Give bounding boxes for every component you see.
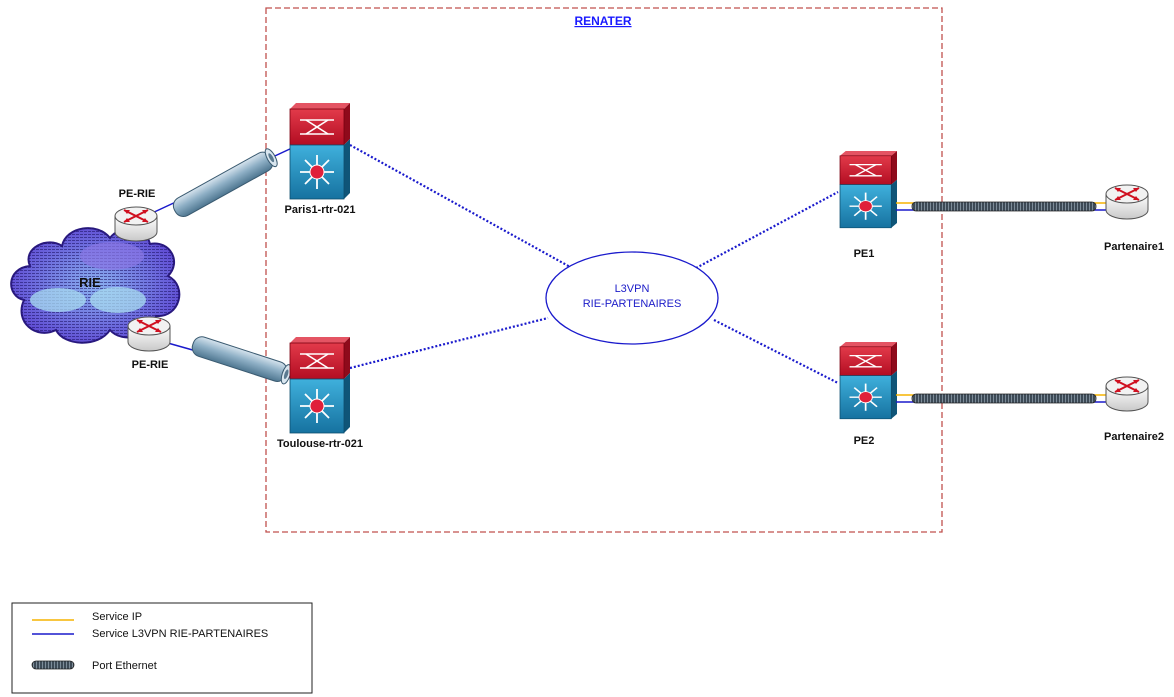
- l3vpn-label-line1: L3VPN: [615, 283, 650, 295]
- legend: Service IP Service L3VPN RIE-PARTENAIRES…: [11, 602, 313, 694]
- pe-rie-bottom-router-icon: [127, 316, 171, 352]
- tube-bottom: [149, 336, 293, 385]
- pe-rie-bottom-label: PE-RIE: [132, 359, 169, 371]
- pe1-switch-icon: [839, 150, 898, 229]
- pe-rie-top-label: PE-RIE: [119, 188, 156, 200]
- core-links: [349, 144, 839, 384]
- renater-title: RENATER: [574, 14, 631, 28]
- pe2-switch-icon: [839, 341, 898, 420]
- partner2-link: [896, 393, 1110, 404]
- partner1-router-icon: [1105, 184, 1149, 220]
- partner1-link: [896, 201, 1110, 212]
- link-l3vpn-pe1: [695, 191, 839, 269]
- tube-top: [149, 147, 293, 218]
- paris-switch-icon: [289, 102, 351, 200]
- legend-ethernet-label: Port Ethernet: [92, 660, 157, 672]
- legend-service-ip-label: Service IP: [92, 611, 142, 623]
- link-l3vpn-pe2: [713, 319, 839, 384]
- partner2-router-icon: [1105, 376, 1149, 412]
- partner2-label: Partenaire2: [1104, 431, 1164, 443]
- renater-boundary: [265, 7, 943, 533]
- link-paris-l3vpn: [349, 144, 573, 269]
- pe2-label: PE2: [854, 435, 875, 447]
- rie-cloud: [10, 227, 181, 344]
- link-toulouse-l3vpn: [349, 316, 549, 370]
- toulouse-label: Toulouse-rtr-021: [277, 438, 363, 450]
- partner1-label: Partenaire1: [1104, 241, 1164, 253]
- legend-service-vpn-label: Service L3VPN RIE-PARTENAIRES: [92, 628, 268, 640]
- pe-rie-top-router-icon: [114, 206, 158, 242]
- paris-label: Paris1-rtr-021: [285, 204, 356, 216]
- l3vpn-label-line2: RIE-PARTENAIRES: [583, 298, 682, 310]
- toulouse-switch-icon: [289, 336, 351, 434]
- rie-label: RIE: [79, 275, 101, 290]
- l3vpn-ellipse: [545, 251, 719, 345]
- pe1-label: PE1: [854, 248, 875, 260]
- ethernet-port-icon: [31, 660, 75, 670]
